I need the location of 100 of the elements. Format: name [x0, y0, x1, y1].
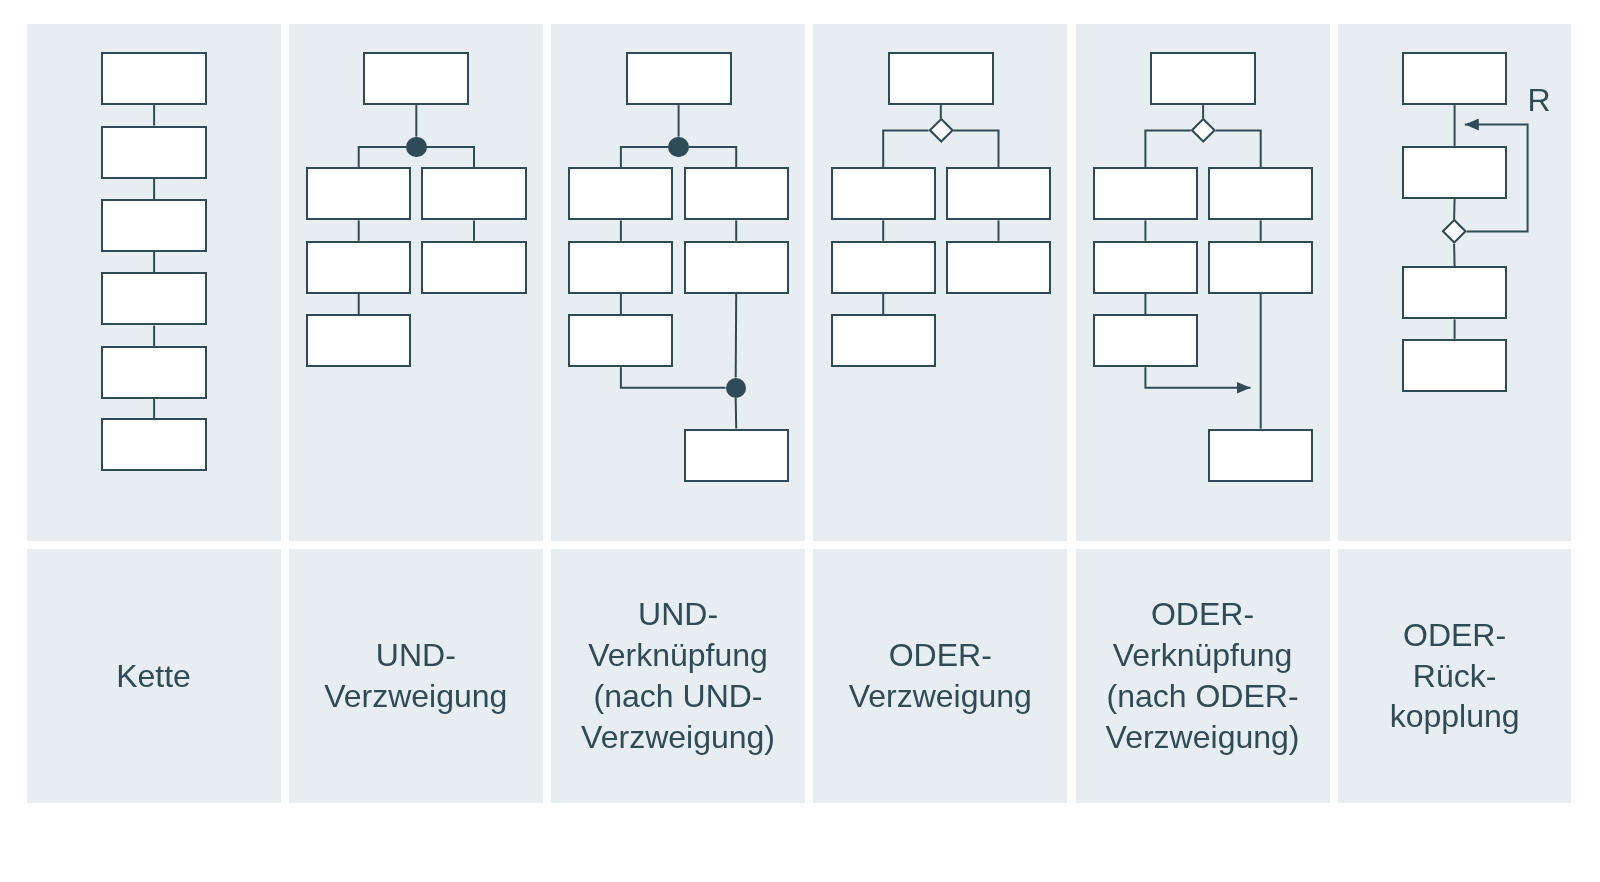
- process-box: [421, 240, 527, 294]
- connector-line: [1259, 292, 1262, 430]
- process-box: [101, 198, 208, 252]
- category-label: UND- Verknüpfung (nach UND- Verzweigung): [580, 595, 776, 757]
- connector-line: [1214, 129, 1262, 169]
- and-junction: [406, 136, 427, 158]
- process-box: [1208, 167, 1314, 221]
- process-box: [101, 345, 208, 399]
- arrow: [1463, 118, 1529, 233]
- connector-line: [882, 292, 885, 316]
- process-box: [683, 167, 789, 221]
- connector-line: [939, 104, 942, 120]
- process-box: [421, 167, 527, 221]
- connector-line: [153, 324, 156, 347]
- and-junction: [725, 377, 746, 398]
- category-panel: [551, 548, 806, 804]
- process-box: [1150, 52, 1257, 106]
- process-box: [830, 240, 936, 294]
- process-box: [101, 52, 208, 106]
- process-box: [568, 240, 674, 294]
- panel-background: [1337, 24, 1572, 541]
- connector-line: [687, 145, 738, 169]
- and-junction: [668, 136, 689, 158]
- connector-line: [1202, 104, 1205, 120]
- process-box: [683, 240, 789, 294]
- process-box: [830, 314, 936, 368]
- process-box: [568, 167, 674, 221]
- connector-line: [882, 129, 930, 169]
- process-box: [101, 272, 208, 326]
- process-box: [1402, 266, 1508, 320]
- connector-line: [882, 219, 885, 242]
- category-panel: [288, 548, 543, 804]
- category-panel: [813, 548, 1068, 804]
- or-junction: [928, 118, 954, 143]
- connector-line: [415, 104, 418, 138]
- process-box: [945, 167, 1051, 221]
- connector-line: [952, 129, 1000, 169]
- panel-background: [1075, 24, 1330, 541]
- process-box: [945, 240, 1051, 294]
- process-box: [306, 240, 412, 294]
- connector-line: [734, 292, 738, 379]
- connector-line: [153, 251, 156, 274]
- connector-line: [473, 219, 475, 242]
- process-box: [568, 314, 674, 368]
- connector-line: [619, 145, 670, 169]
- connector-line: [1144, 292, 1147, 316]
- connector-line: [1453, 198, 1456, 221]
- connector-line: [997, 219, 1000, 242]
- connector-line: [357, 219, 360, 242]
- process-box: [1402, 52, 1508, 106]
- process-box: [887, 52, 994, 106]
- category-label: ODER- Verzweigung: [847, 636, 1033, 716]
- connector-line: [153, 104, 156, 127]
- process-box: [363, 52, 470, 106]
- connector-line: [734, 397, 738, 430]
- process-box: [830, 167, 936, 221]
- process-box: [1092, 240, 1198, 294]
- connector-line: [1144, 219, 1147, 242]
- category-label: UND- Verzweigung: [323, 636, 509, 716]
- process-box: [306, 314, 412, 368]
- category-label: ODER- Rück- kopplung: [1388, 615, 1521, 737]
- process-box: [101, 418, 208, 472]
- feedback-label: R: [1527, 83, 1551, 116]
- category-label: ODER- Verknüpfung (nach ODER- Verzweigung): [1104, 595, 1301, 757]
- category-label: Kette: [116, 656, 191, 696]
- panel-background: [288, 24, 543, 541]
- process-box: [1402, 145, 1508, 199]
- connector-line: [425, 145, 475, 169]
- connector-line: [357, 292, 360, 316]
- connector-line: [677, 104, 680, 138]
- connector-line: [153, 398, 156, 420]
- connector-line: [1259, 219, 1262, 242]
- process-box: [1092, 314, 1198, 368]
- connector-line: [1453, 318, 1456, 340]
- or-junction: [1441, 219, 1467, 244]
- connector-line: [1453, 104, 1456, 147]
- arrow: [1144, 366, 1252, 394]
- process-box: [1402, 338, 1508, 392]
- connector-line: [1453, 242, 1456, 268]
- process-box: [683, 428, 789, 482]
- category-panel: [26, 548, 281, 804]
- connector-line: [619, 366, 727, 389]
- connector-line: [1144, 129, 1192, 169]
- process-box: [625, 52, 732, 106]
- panel-background: [551, 24, 806, 541]
- process-box: [1208, 428, 1314, 482]
- connector-line: [357, 145, 408, 169]
- process-box: [1208, 240, 1314, 294]
- category-panel: [1337, 548, 1572, 804]
- process-box: [306, 167, 412, 221]
- connector-line: [619, 292, 622, 316]
- connector-line: [735, 219, 738, 242]
- process-box: [101, 125, 208, 179]
- category-panel: [1075, 548, 1330, 804]
- panel-background: [26, 24, 281, 541]
- process-box: [1092, 167, 1198, 221]
- panel-background: [813, 24, 1068, 541]
- or-junction: [1190, 118, 1216, 143]
- connector-line: [153, 177, 156, 200]
- connector-line: [619, 219, 622, 242]
